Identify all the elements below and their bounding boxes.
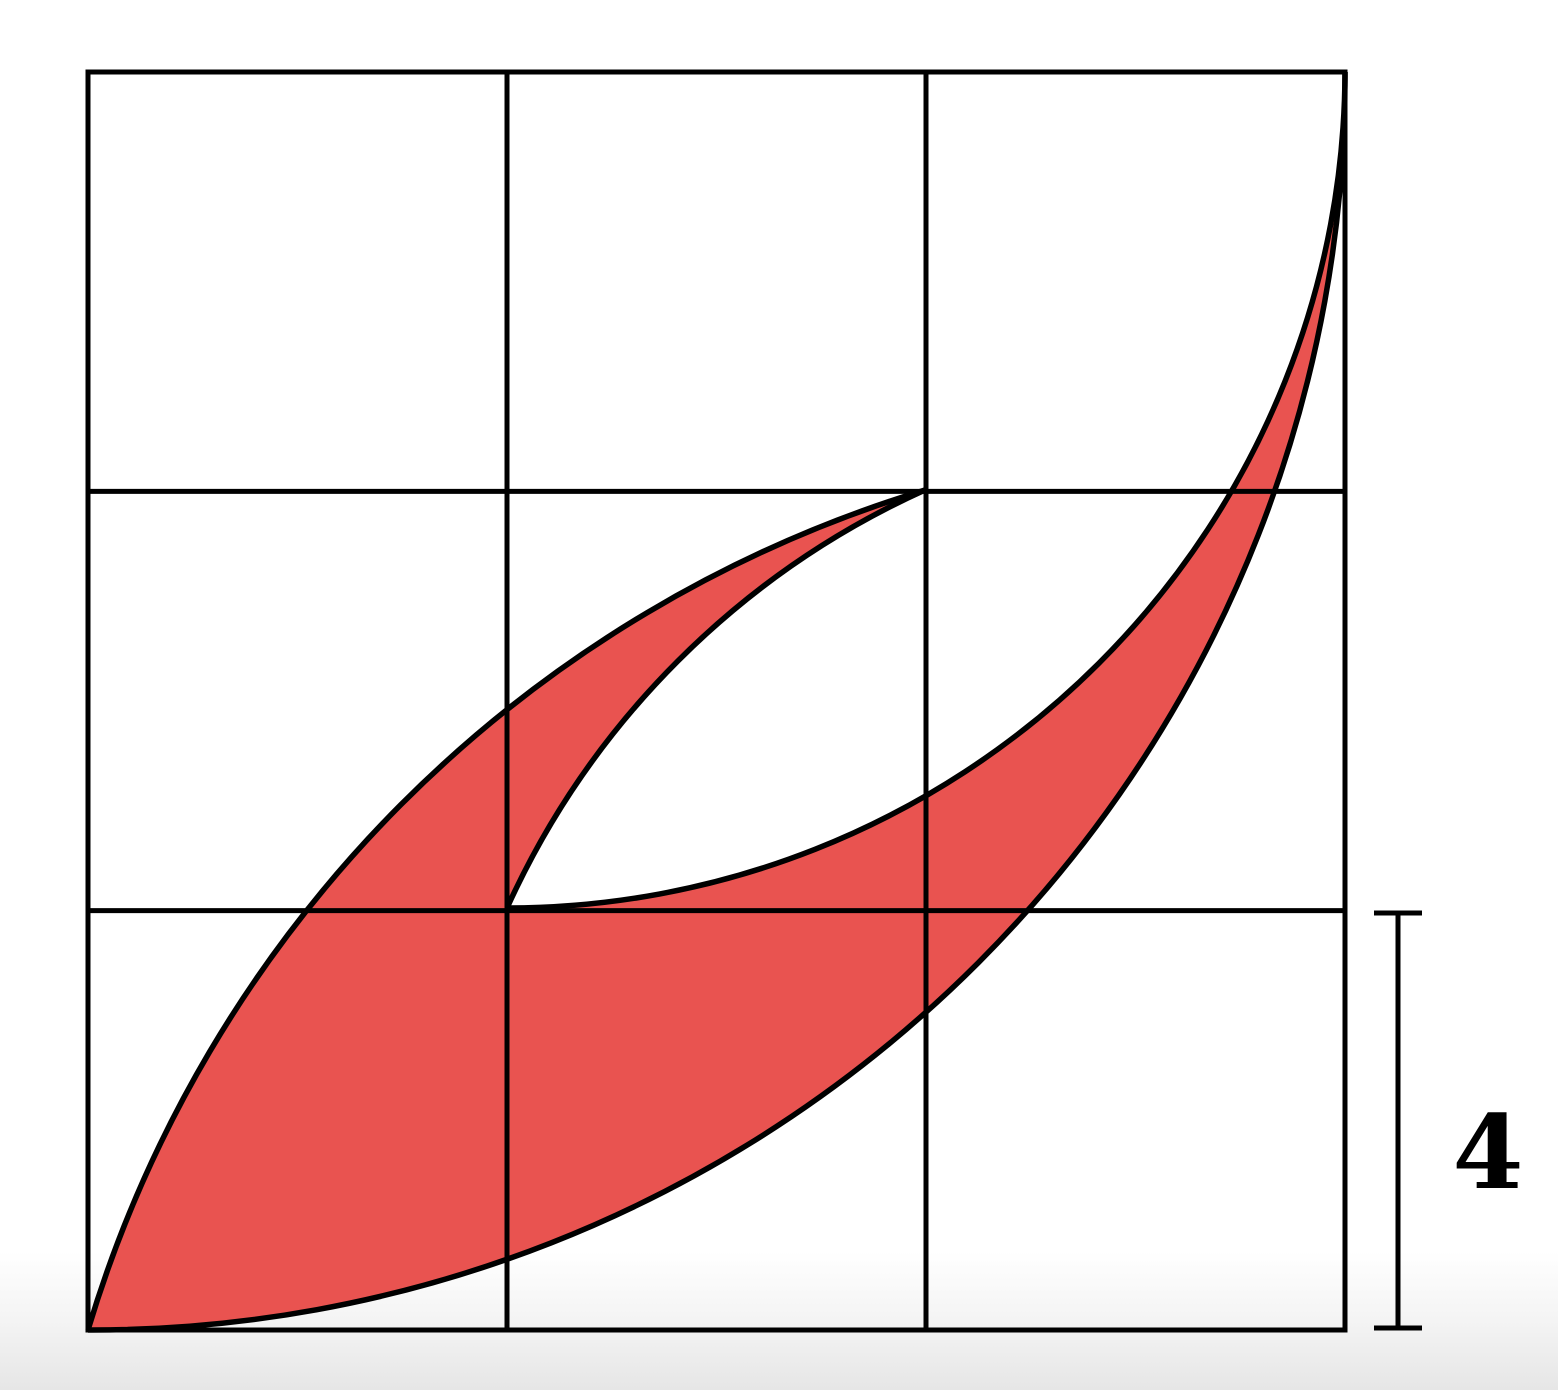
outer-upper-arc	[85, 487, 926, 1331]
inner-lower-arc	[506, 71, 1348, 911]
inner-upper-arc	[504, 487, 927, 910]
outer-lower-arc	[87, 71, 1348, 1333]
arc-outlines	[85, 71, 1348, 1333]
grid-lines	[85, 69, 1348, 1333]
shaded-region	[88, 72, 1346, 1331]
dimension-label: 4	[1453, 1093, 1524, 1213]
dimension-marker	[1374, 910, 1422, 1331]
